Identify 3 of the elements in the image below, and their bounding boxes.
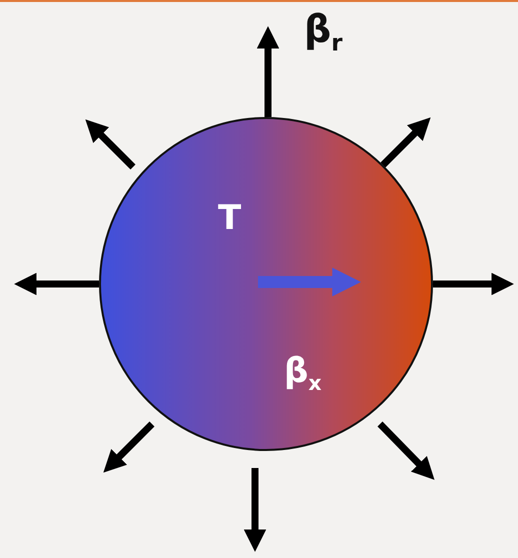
temperature-label: T — [218, 201, 242, 235]
flow-label: β$_{x}$ — [284, 354, 322, 394]
flow-label: β$_{r}$ — [304, 10, 342, 56]
